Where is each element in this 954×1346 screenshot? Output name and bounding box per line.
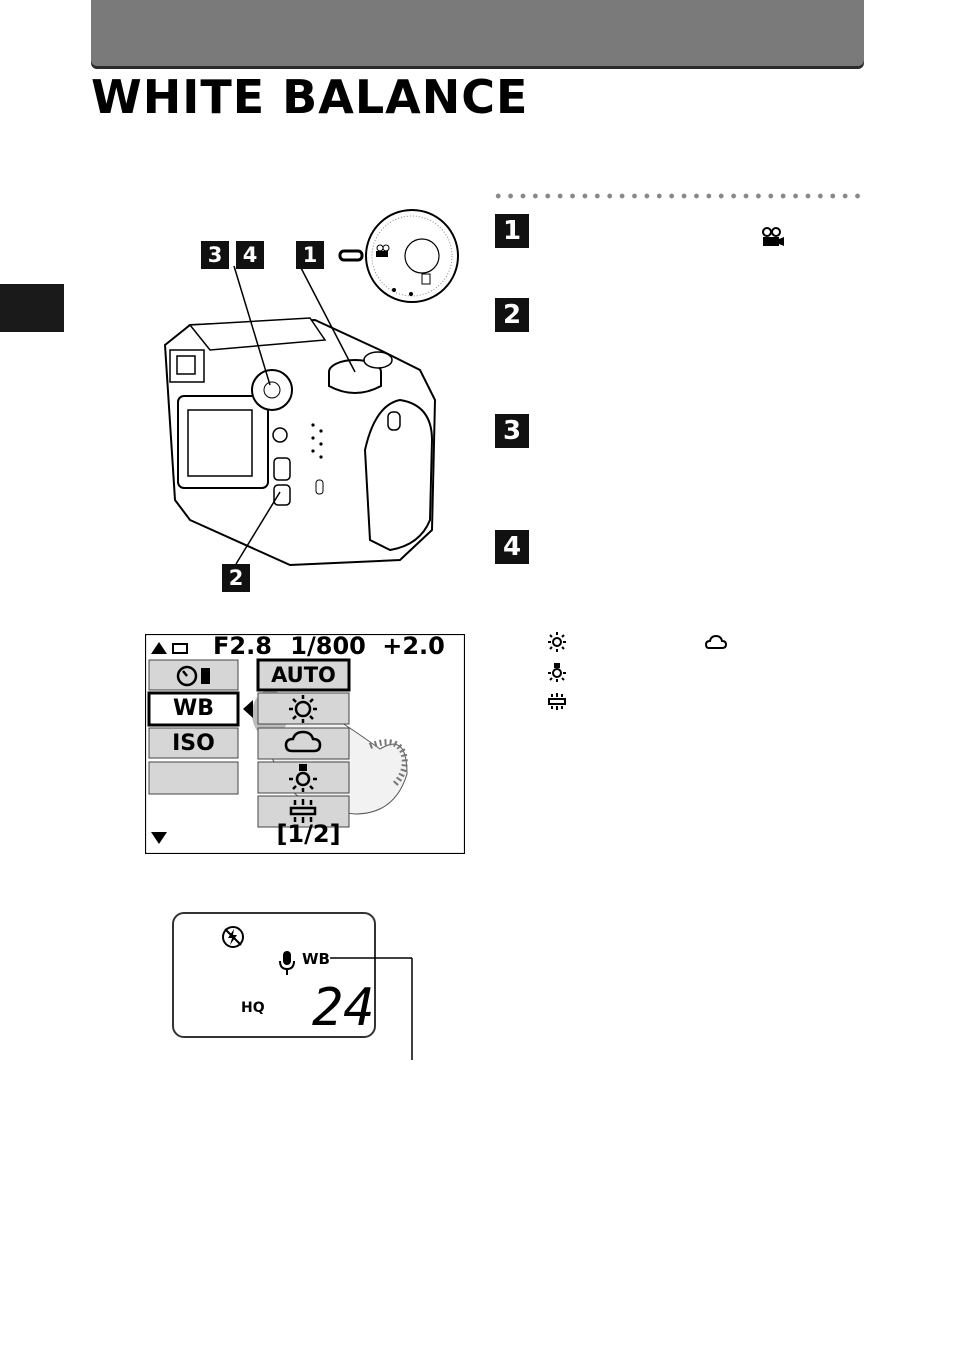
flash-off-icon xyxy=(222,926,244,948)
bulb-icon xyxy=(548,663,566,682)
dotted-divider xyxy=(492,193,864,199)
callout-4: 4 xyxy=(236,241,264,269)
callout-2: 2 xyxy=(222,564,250,592)
aperture-value: F2.8 xyxy=(213,632,272,660)
monitor-menu-screen: F2.8 1/800 +2.0 WB ISO AUTO [1/2] xyxy=(145,632,465,854)
frame-counter: 24 xyxy=(312,978,375,1038)
monitor-frame xyxy=(145,634,465,854)
control-panel-display: WB HQ 24 xyxy=(172,912,376,1038)
menu-item-wb[interactable]: WB xyxy=(172,696,215,721)
chapter-tab xyxy=(0,284,64,332)
callout-1: 1 xyxy=(296,241,324,269)
wb-indicator: WB xyxy=(302,950,330,968)
callout-3: 3 xyxy=(201,241,229,269)
movie-camera-icon xyxy=(762,227,784,246)
step-1-marker: 1 xyxy=(495,214,529,248)
page-indicator: [1/2] xyxy=(276,820,341,848)
step-4-marker: 4 xyxy=(495,530,529,564)
page-title: WHITE BALANCE xyxy=(91,70,529,124)
cloud-icon xyxy=(705,634,727,649)
wb-leader-line xyxy=(330,957,413,1060)
step-2-marker: 2 xyxy=(495,298,529,332)
sun-icon xyxy=(548,632,566,652)
camera-illustration xyxy=(163,209,459,567)
microphone-icon xyxy=(279,951,295,975)
exposure-value: +2.0 xyxy=(382,632,445,660)
wb-option-auto[interactable]: AUTO xyxy=(271,663,336,687)
header-band xyxy=(91,0,864,66)
exposure-readout: F2.8 1/800 +2.0 xyxy=(213,632,445,660)
step-3-marker: 3 xyxy=(495,414,529,448)
fluorescent-icon xyxy=(548,693,566,710)
shutter-value: 1/800 xyxy=(290,632,366,660)
quality-indicator: HQ xyxy=(241,1000,265,1016)
menu-item-iso[interactable]: ISO xyxy=(172,731,215,756)
